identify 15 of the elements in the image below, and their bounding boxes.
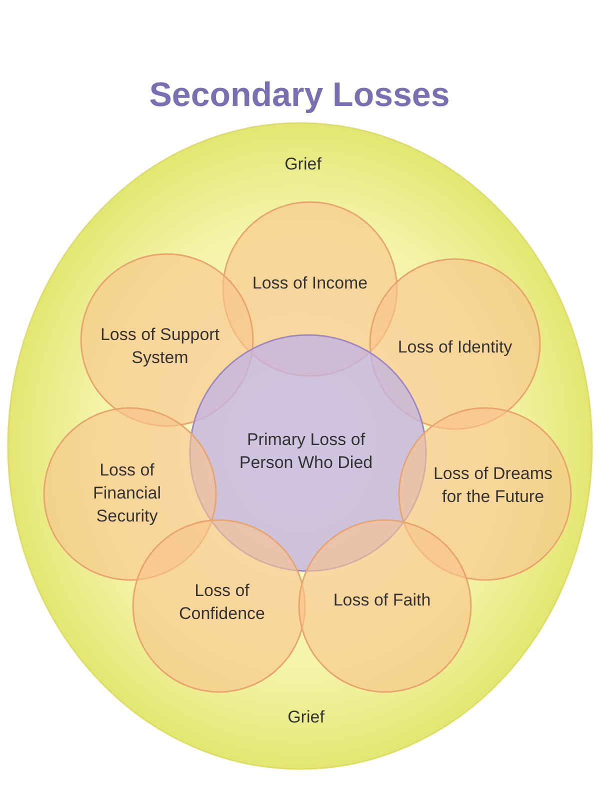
loss-circle	[43, 407, 217, 581]
grief-ellipse	[7, 122, 593, 770]
loss-label: Loss of Dreams for the Future	[432, 463, 554, 508]
loss-circle	[398, 407, 572, 581]
grief-label: Grief	[284, 154, 322, 176]
loss-label: Primary Loss of Person Who Died	[238, 429, 374, 474]
loss-label: Loss of Identity	[396, 336, 514, 359]
title: Secondary Losses	[148, 76, 451, 115]
loss-label: Loss of Confidence	[178, 580, 266, 625]
loss-label: Loss of Financial Security	[92, 460, 162, 528]
loss-label: Loss of Support System	[99, 324, 221, 369]
loss-label: Loss of Faith	[332, 590, 432, 612]
grief-label: Grief	[286, 706, 326, 729]
loss-circle	[298, 519, 472, 693]
loss-label: Loss of Income	[251, 272, 369, 295]
